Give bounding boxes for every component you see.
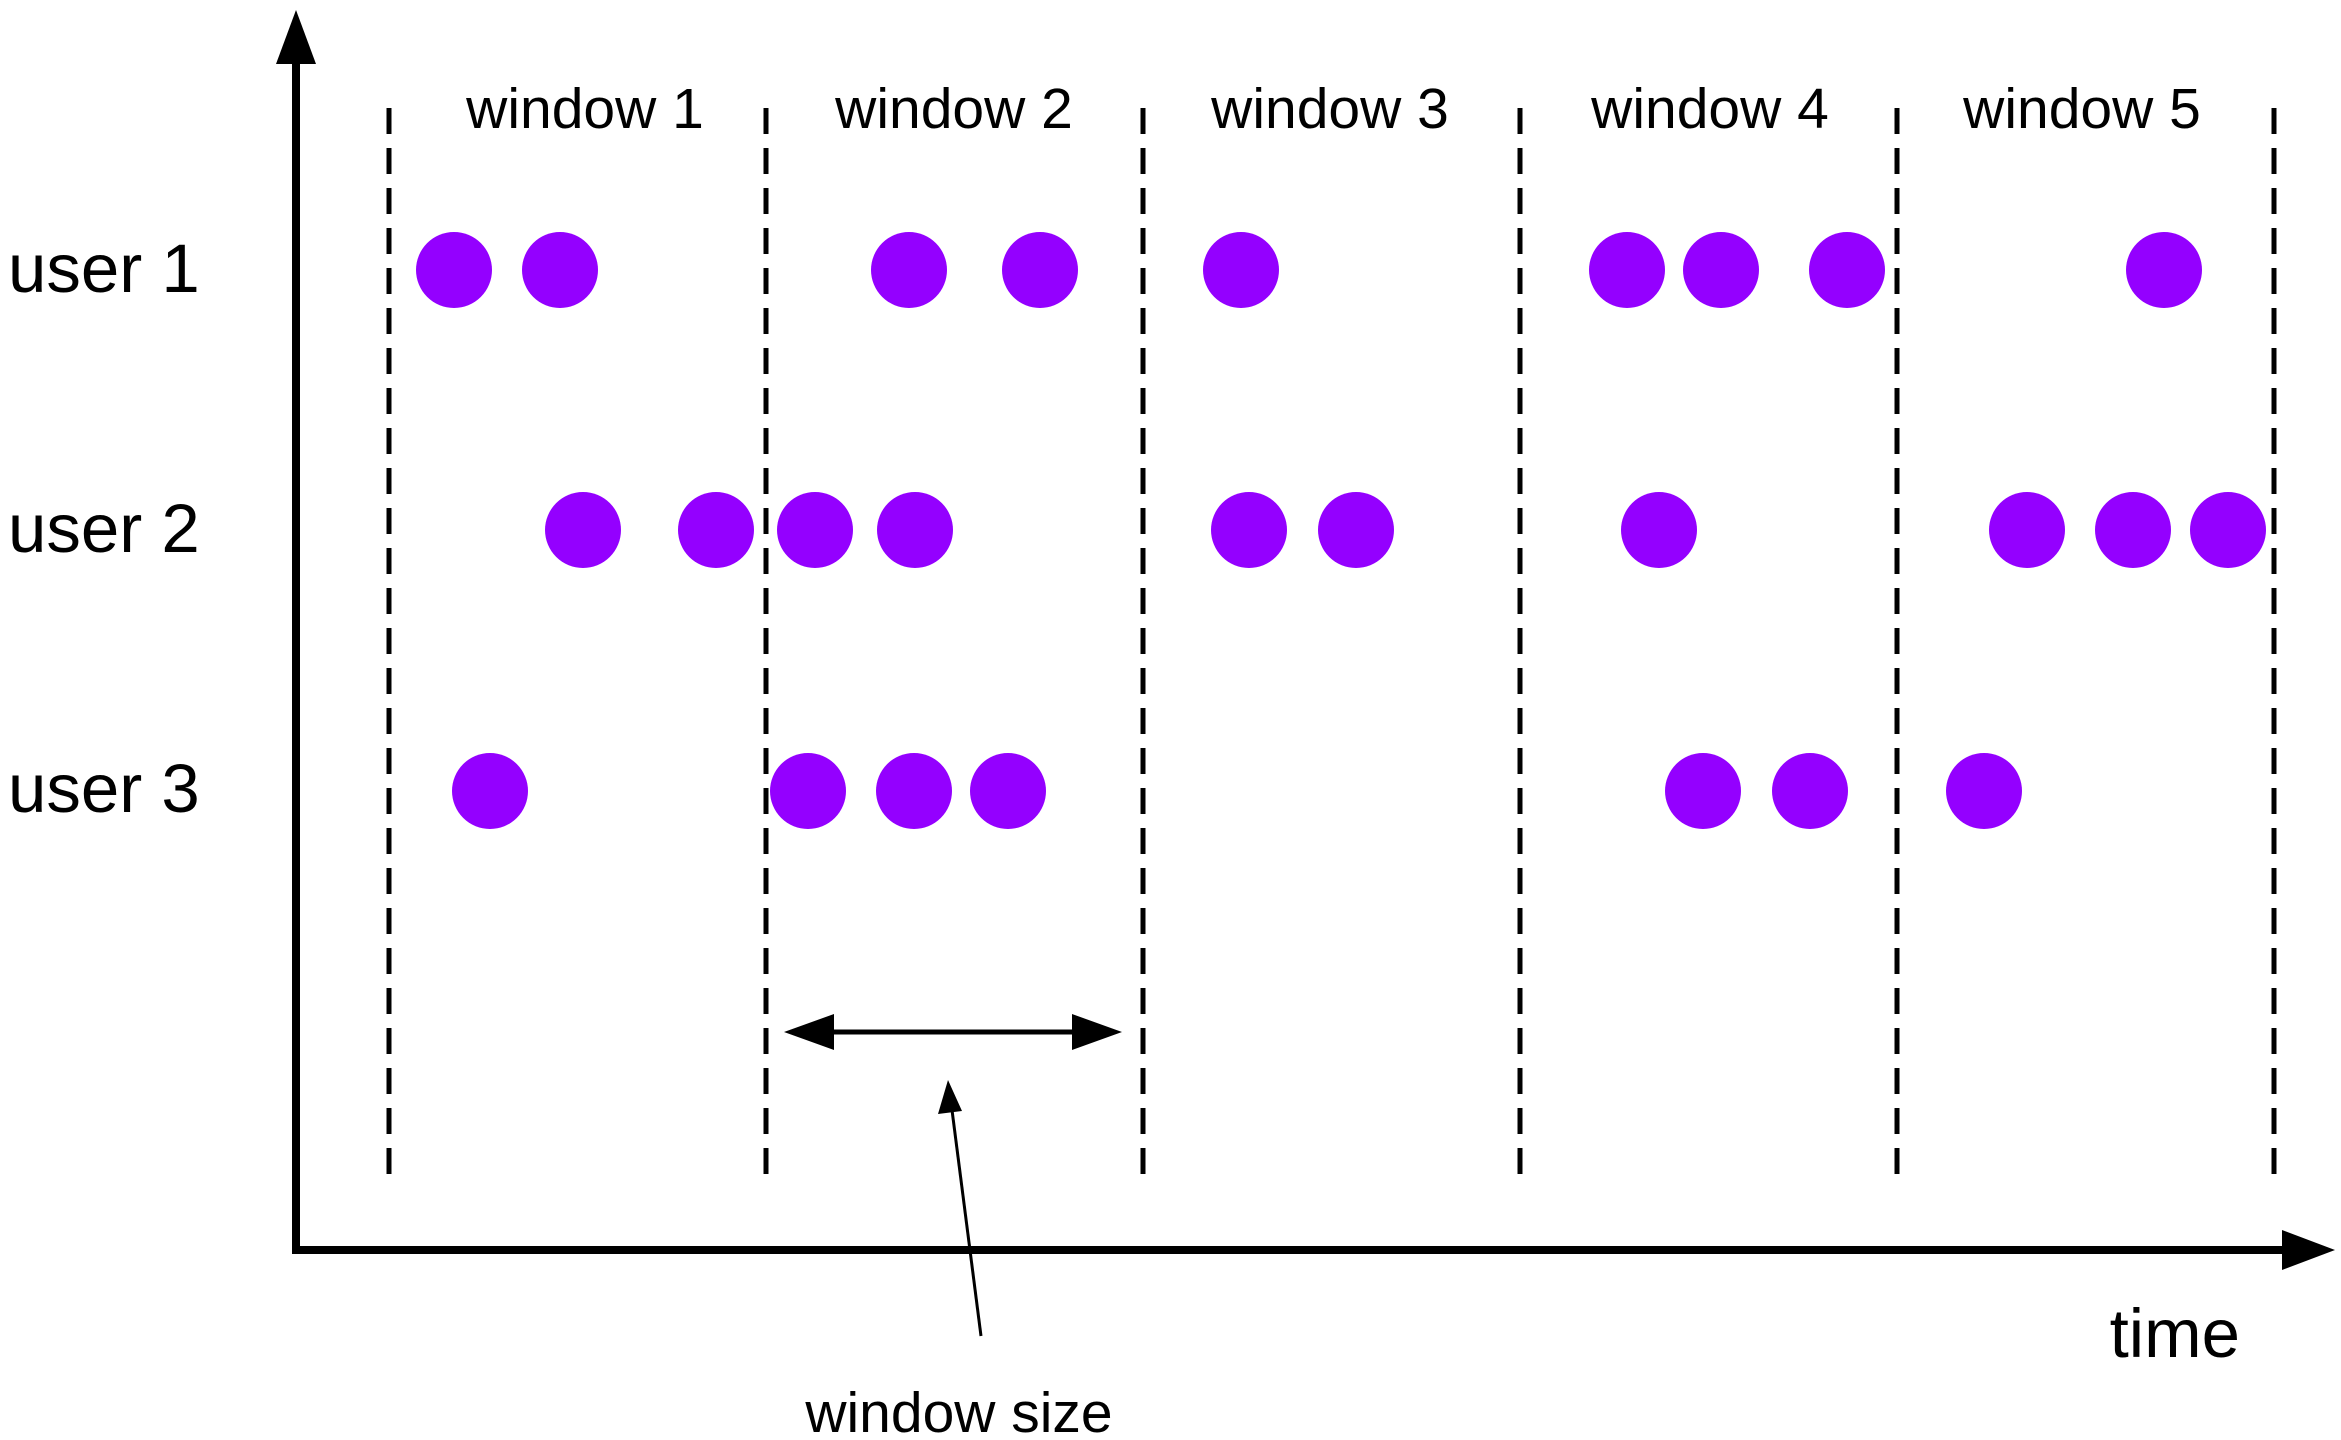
event-dot — [777, 492, 853, 568]
user-labels: user 1 user 2 user 3 — [8, 230, 200, 827]
window-boundaries — [386, 108, 2277, 1185]
window-size-right-arrowhead — [1072, 1014, 1122, 1050]
event-dot — [1946, 753, 2022, 829]
user-label-1: user 1 — [8, 230, 200, 307]
event-dots — [416, 232, 2266, 829]
window-size-pointer-arrowhead — [938, 1080, 962, 1114]
x-axis-arrowhead — [2282, 1230, 2335, 1270]
event-dot — [1318, 492, 1394, 568]
event-dot — [1589, 232, 1665, 308]
user-label-3: user 3 — [8, 750, 200, 827]
window-size-marker — [784, 1014, 1122, 1337]
event-dot — [416, 232, 492, 308]
window-label-4: window 4 — [1590, 77, 1829, 141]
window-label-2: window 2 — [834, 77, 1073, 141]
event-dot — [1002, 232, 1078, 308]
window-size-label: window size — [804, 1381, 1112, 1440]
event-dot — [678, 492, 754, 568]
axes — [276, 10, 2335, 1270]
event-dot — [522, 232, 598, 308]
event-dot — [1665, 753, 1741, 829]
event-dot — [1683, 232, 1759, 308]
window-size-left-arrowhead — [784, 1014, 834, 1050]
event-dot — [970, 753, 1046, 829]
event-dot — [877, 492, 953, 568]
event-dot — [1211, 492, 1287, 568]
event-dot — [545, 492, 621, 568]
event-dot — [452, 753, 528, 829]
window-label-5: window 5 — [1962, 77, 2201, 141]
window-size-pointer-line — [950, 1109, 983, 1337]
event-dot — [1809, 232, 1885, 308]
window-labels: window 1 window 2 window 3 window 4 wind… — [465, 77, 2201, 141]
event-dot — [876, 753, 952, 829]
event-dot — [2126, 232, 2202, 308]
event-dot — [2095, 492, 2171, 568]
event-dot — [1772, 753, 1848, 829]
y-axis-arrowhead — [276, 10, 316, 64]
event-dot — [1621, 492, 1697, 568]
event-dot — [871, 232, 947, 308]
event-dot — [1989, 492, 2065, 568]
event-dot — [770, 753, 846, 829]
event-dot — [2190, 492, 2266, 568]
window-label-3: window 3 — [1210, 77, 1449, 141]
x-axis-label: time — [2110, 1295, 2240, 1372]
window-label-1: window 1 — [465, 77, 704, 141]
event-dot — [1203, 232, 1279, 308]
user-label-2: user 2 — [8, 490, 200, 567]
